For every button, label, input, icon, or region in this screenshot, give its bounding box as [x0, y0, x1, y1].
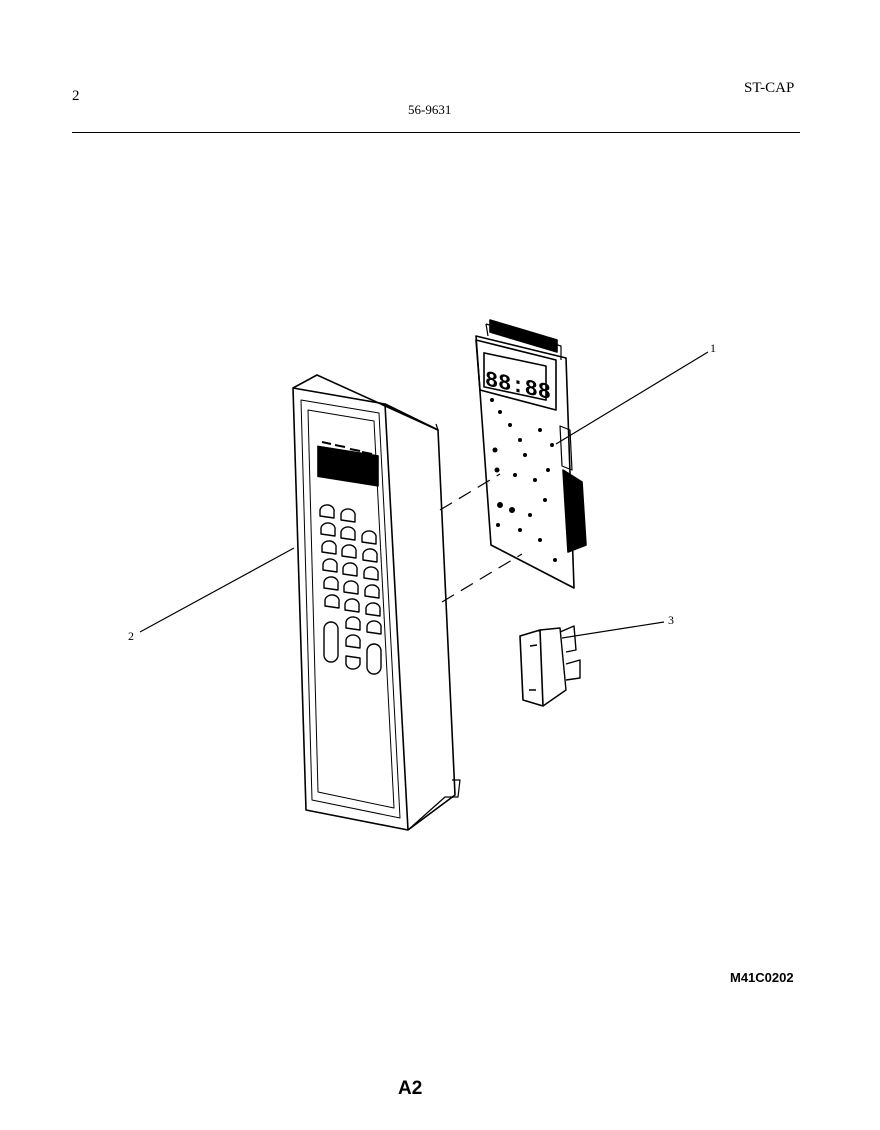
model-code: ST-CAP — [744, 80, 795, 96]
callout-2: 2 — [128, 629, 134, 643]
circuit-board-outline — [475, 335, 575, 589]
assembly-guide-lines — [439, 473, 523, 603]
callout-1: 1 — [710, 341, 716, 355]
display-module — [475, 339, 557, 411]
door-switch-part — [519, 625, 581, 707]
board-components — [490, 398, 557, 562]
keypad-buttons — [319, 504, 382, 675]
figure-code: M41C0202 — [730, 970, 794, 985]
board-connector — [562, 469, 587, 553]
leader-line-3 — [561, 621, 665, 639]
header-rule — [72, 132, 800, 133]
leader-line-1 — [555, 351, 709, 445]
circuit-board-assembly — [475, 319, 587, 589]
panel-side-edge — [384, 403, 456, 831]
sheet-label: A2 — [398, 1078, 423, 1099]
document-number: 56-9631 — [408, 102, 452, 117]
leader-line-2 — [139, 547, 295, 633]
panel-display-window — [317, 445, 379, 487]
page-number: 2 — [72, 88, 80, 104]
control-panel-assembly — [292, 374, 461, 831]
callout-3: 3 — [668, 613, 674, 627]
leader-lines — [139, 351, 709, 639]
